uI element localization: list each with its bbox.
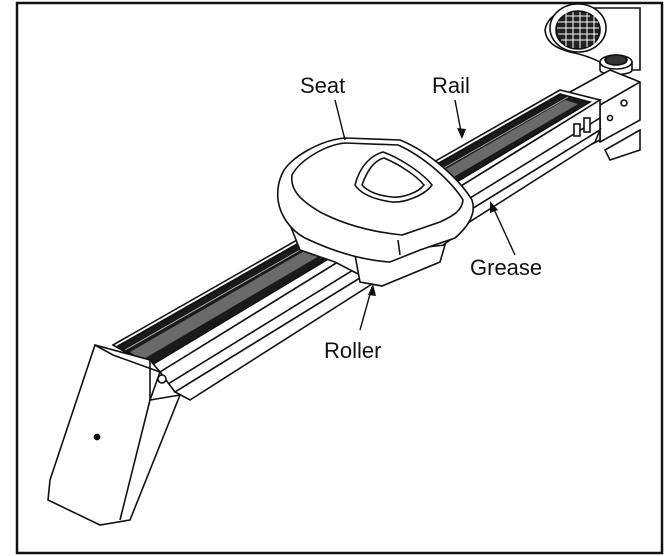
front-stabilizer (48, 345, 180, 525)
seat-callout-line (335, 100, 345, 140)
roller-label: Roller (324, 338, 381, 363)
rail-arrow-icon (457, 128, 466, 139)
grease-callout-line (492, 205, 515, 255)
grease-label: Grease (470, 255, 542, 280)
seat-label: Seat (300, 73, 345, 98)
rail-label: Rail (432, 73, 470, 98)
